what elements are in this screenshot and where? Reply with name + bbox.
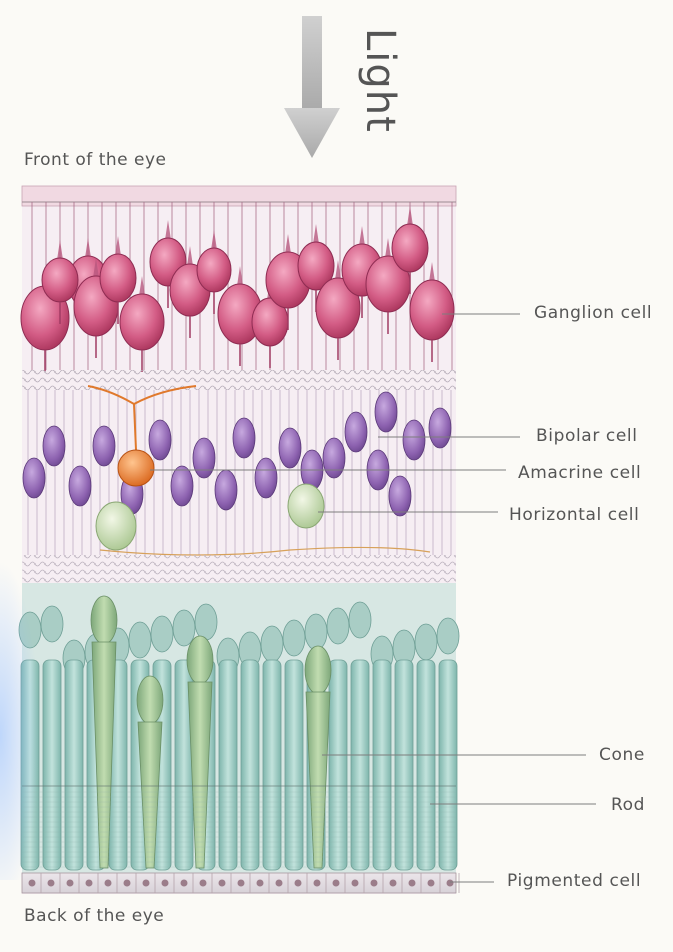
pigment-granule <box>162 880 169 887</box>
rod-nucleus <box>151 616 173 652</box>
pigment-granule <box>200 880 207 887</box>
horizontal-cell <box>96 502 136 550</box>
rod-nucleus <box>195 604 217 640</box>
ganglion-cell <box>100 254 136 302</box>
rod-nucleus <box>349 602 371 638</box>
bipolar-cell <box>279 428 301 468</box>
pigment-granule <box>257 880 264 887</box>
rod-cell <box>395 660 413 870</box>
bipolar-cell-label: Bipolar cell <box>536 426 638 446</box>
rod-nucleus <box>283 620 305 656</box>
light-arrow <box>284 16 340 158</box>
rod-nucleus <box>261 626 283 662</box>
rod-nucleus <box>437 618 459 654</box>
rod-nucleus <box>129 622 151 658</box>
light-label: Light <box>345 28 405 158</box>
rod-cell <box>285 660 303 870</box>
pigment-granule <box>314 880 321 887</box>
front-of-eye-label: Front of the eye <box>24 150 166 170</box>
pigment-granule <box>48 880 55 887</box>
pigment-granule <box>181 880 188 887</box>
rod-cell <box>219 660 237 870</box>
cone-nucleus <box>187 636 213 684</box>
side-glow <box>0 560 40 880</box>
bipolar-cell <box>233 418 255 458</box>
rod-label: Rod <box>611 795 645 815</box>
bipolar-cell <box>149 420 171 460</box>
pigment-granule <box>86 880 93 887</box>
horizontal-cell <box>288 484 324 528</box>
arrow-shaft <box>302 16 322 112</box>
bipolar-cell <box>375 392 397 432</box>
ganglion-cell <box>392 224 428 272</box>
ganglion-cell <box>197 248 231 292</box>
bipolar-cell <box>69 466 91 506</box>
pigment-granule <box>238 880 245 887</box>
photoreceptor-layer <box>19 583 459 873</box>
pigment-granule <box>143 880 150 887</box>
rod-cell <box>329 660 347 870</box>
bipolar-cell <box>323 438 345 478</box>
rod-cell <box>351 660 369 870</box>
pigment-granule <box>371 880 378 887</box>
pigment-granule <box>276 880 283 887</box>
cone-nucleus <box>91 596 117 644</box>
rod-cell <box>373 660 391 870</box>
bipolar-cell <box>255 458 277 498</box>
outer-plexiform-layer <box>22 555 456 583</box>
pigmented-cell-label: Pigmented cell <box>507 871 641 891</box>
rod-nucleus <box>305 614 327 650</box>
amacrine-cell-label: Amacrine cell <box>518 463 641 483</box>
bipolar-cell <box>345 412 367 452</box>
bipolar-cell <box>215 470 237 510</box>
bipolar-cell <box>389 476 411 516</box>
pigment-granule <box>67 880 74 887</box>
pigment-granule <box>447 880 454 887</box>
back-of-eye-label: Back of the eye <box>24 906 164 926</box>
ganglion-cell-label: Ganglion cell <box>534 303 652 323</box>
cone-nucleus <box>305 646 331 694</box>
bipolar-cell <box>429 408 451 448</box>
bipolar-cell <box>43 426 65 466</box>
pigment-granule <box>352 880 359 887</box>
inner-plexiform-layer <box>22 370 456 390</box>
cone-nucleus <box>137 676 163 724</box>
bipolar-cell <box>171 466 193 506</box>
bipolar-cell <box>93 426 115 466</box>
rod-cell <box>263 660 281 870</box>
bipolar-cell <box>193 438 215 478</box>
rod-nucleus <box>415 624 437 660</box>
pigment-granule <box>333 880 340 887</box>
pigment-granule <box>295 880 302 887</box>
pigment-granule <box>124 880 131 887</box>
pigment-granule <box>390 880 397 887</box>
rod-nucleus <box>41 606 63 642</box>
rod-cell <box>241 660 259 870</box>
rod-cell <box>43 660 61 870</box>
pigment-granule <box>29 880 36 887</box>
rod-cell <box>65 660 83 870</box>
amacrine-body <box>118 450 154 486</box>
inner-limiting-band <box>22 186 456 206</box>
bipolar-cell <box>23 458 45 498</box>
ganglion-cell <box>410 280 454 340</box>
arrow-head <box>284 108 340 158</box>
pigment-granule <box>409 880 416 887</box>
ganglion-cell <box>42 258 78 302</box>
rod-nucleus <box>327 608 349 644</box>
pigment-granule <box>105 880 112 887</box>
horizontal-cell-label: Horizontal cell <box>509 505 639 525</box>
cone-label: Cone <box>599 745 645 765</box>
rod-nucleus <box>173 610 195 646</box>
bipolar-cell <box>403 420 425 460</box>
pigment-granule <box>219 880 226 887</box>
rod-cell <box>417 660 435 870</box>
pigmented-layer <box>22 873 459 893</box>
pigment-granule <box>428 880 435 887</box>
ganglion-cell <box>120 294 164 350</box>
rod-cell <box>439 660 457 870</box>
